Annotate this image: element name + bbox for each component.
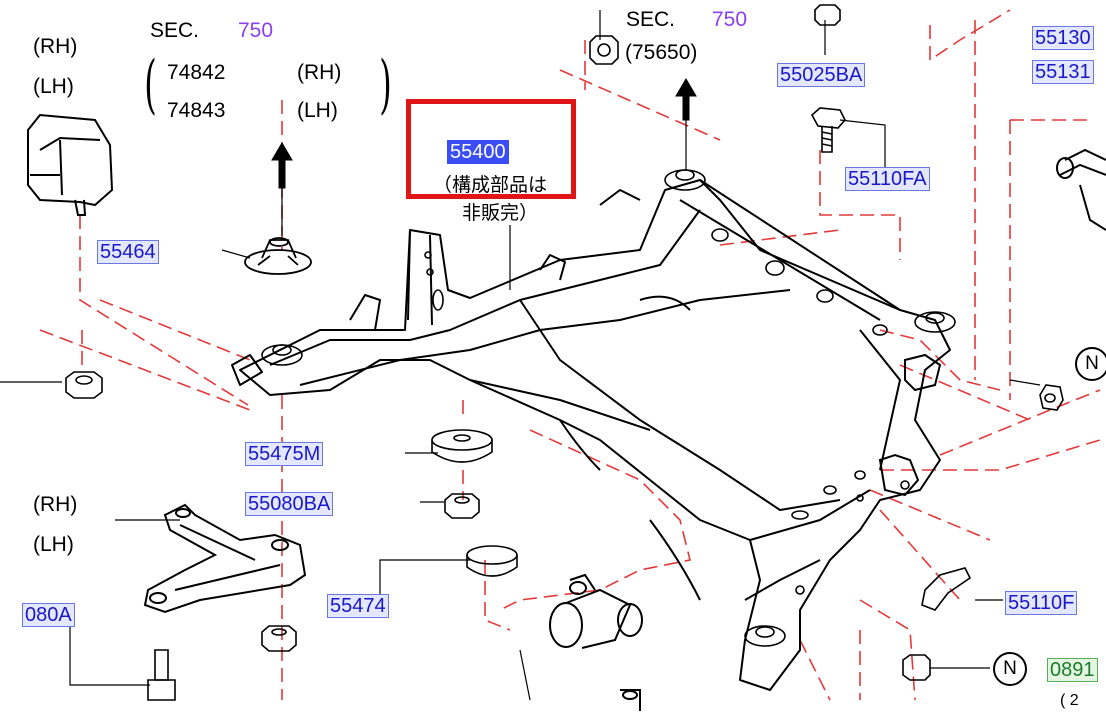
- n-badge-right[interactable]: N: [1075, 347, 1106, 381]
- subframe-holes: [261, 169, 956, 647]
- part-link-55110F[interactable]: 55110F: [1005, 591, 1078, 615]
- side-label-rh-arm: (RH): [33, 493, 78, 516]
- selected-part-note-2: 非販完）: [462, 202, 539, 224]
- section-ref-right-number[interactable]: 750: [712, 8, 748, 31]
- lower-arm-drawing: [143, 503, 307, 614]
- bolt-icon: [147, 107, 972, 701]
- leader-lines: [0, 10, 1041, 701]
- part-link-0891[interactable]: 0891: [1047, 658, 1098, 682]
- part-link-55131[interactable]: 55131: [1032, 60, 1094, 84]
- part-link-55400[interactable]: 55400: [447, 140, 509, 164]
- knuckle-drawing: [549, 573, 643, 711]
- part-link-55110FA[interactable]: 55110FA: [845, 167, 930, 191]
- side-label-rh-top: (RH): [33, 35, 78, 58]
- side-label-lh-top: (LH): [33, 75, 74, 98]
- mount-bushing-icon: [27, 113, 114, 216]
- part-link-55475M[interactable]: 55475M: [245, 442, 324, 466]
- up-arrow-icon: [271, 78, 697, 189]
- bracket-drawing: [878, 353, 942, 497]
- nut-icon: [65, 4, 1064, 681]
- part-link-55080BA[interactable]: 55080BA: [245, 492, 334, 516]
- part-link-55025BA[interactable]: 55025BA: [777, 63, 866, 87]
- upper-link-drawing: [1056, 148, 1106, 231]
- side-label-lh-arm: (LH): [33, 533, 74, 556]
- open-paren-glyph: (: [144, 48, 157, 122]
- partial-text-bottom-right: ( 2: [1060, 692, 1079, 709]
- up-arrow-icon-2: [675, 78, 697, 97]
- section-ref-left-number[interactable]: 750: [238, 19, 274, 42]
- part-link-55130[interactable]: 55130: [1032, 26, 1094, 50]
- subframe-drawing: [231, 179, 951, 691]
- section-ref-left-side-1: (RH): [297, 61, 342, 84]
- part-link-55464[interactable]: 55464: [97, 240, 159, 264]
- selected-part-highlight: [406, 99, 576, 199]
- part-link-080A[interactable]: 080A: [22, 603, 75, 627]
- close-paren-glyph: ): [379, 48, 392, 122]
- section-ref-right-sub: (75650): [625, 41, 698, 64]
- section-ref-left-side-2: (LH): [297, 99, 338, 122]
- cone-mount-icon: [244, 237, 312, 275]
- n-badge-bottom[interactable]: N: [993, 652, 1027, 686]
- section-ref-left-code-2: 74843: [167, 99, 226, 122]
- selected-part-note-1: （構成部品は: [433, 174, 548, 196]
- section-ref-left-code-1: 74842: [167, 61, 226, 84]
- section-ref-left-label: SEC.: [150, 19, 200, 42]
- washer-icon: [431, 429, 518, 577]
- part-link-55474[interactable]: 55474: [327, 594, 389, 618]
- section-ref-right-label: SEC.: [626, 8, 676, 31]
